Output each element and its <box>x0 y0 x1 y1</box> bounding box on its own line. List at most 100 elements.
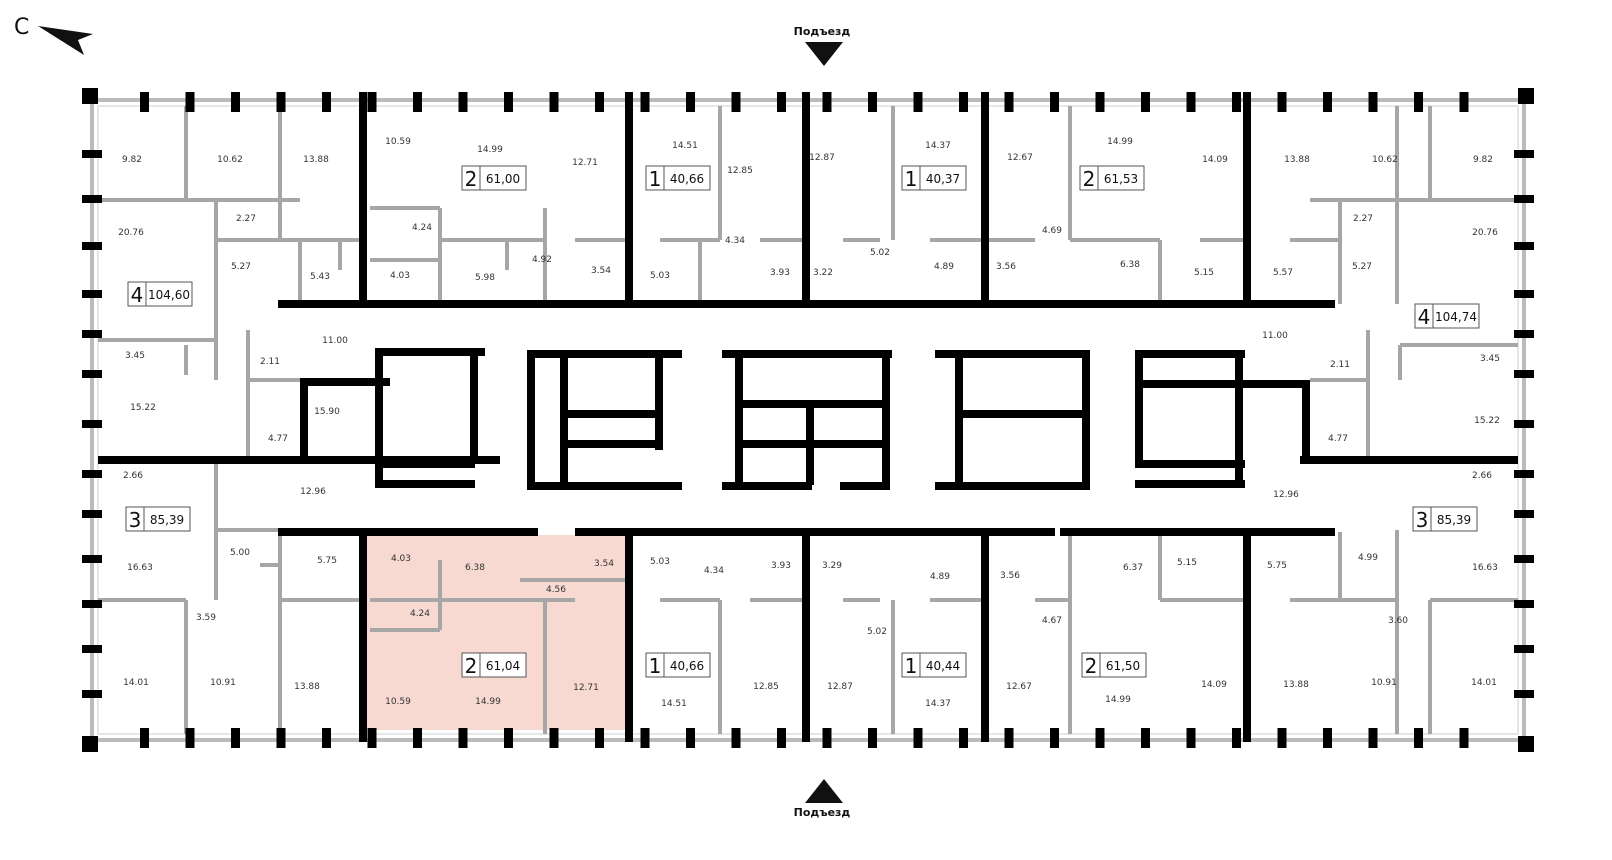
window-pier <box>367 728 377 748</box>
window-pier <box>1323 92 1332 112</box>
compass-north-label: С <box>14 15 29 40</box>
window-pier <box>185 92 195 112</box>
apartment-room-count: 2 <box>1083 167 1096 191</box>
window-pier <box>595 92 604 112</box>
room-area: 20.76 <box>118 228 144 238</box>
load-bearing-walls <box>82 88 1534 752</box>
window-pier <box>140 728 149 748</box>
apartment-total-area: 104,60 <box>148 288 190 302</box>
room-area: 14.99 <box>1105 695 1131 705</box>
window-pier <box>1514 330 1534 338</box>
wall <box>1135 460 1245 468</box>
window-pier <box>1323 728 1332 748</box>
window-pier <box>1095 728 1105 748</box>
window-pier <box>1186 92 1196 112</box>
room-area: 4.69 <box>1042 226 1062 236</box>
room-area: 14.01 <box>123 678 149 688</box>
wall <box>935 482 1090 490</box>
wall <box>98 456 216 464</box>
room-area: 2.66 <box>123 471 143 481</box>
wall <box>840 482 890 490</box>
room-area: 12.67 <box>1007 153 1033 163</box>
wall <box>375 480 475 488</box>
window-pier <box>82 420 102 428</box>
room-area: 5.27 <box>1352 262 1372 272</box>
apartment-total-area: 40,37 <box>926 172 960 186</box>
window-pier <box>1050 92 1059 112</box>
wall <box>722 350 892 358</box>
room-area: 14.01 <box>1471 678 1497 688</box>
corner-column <box>1518 736 1534 752</box>
wall <box>470 348 478 460</box>
room-area: 4.77 <box>1328 434 1348 444</box>
room-area: 15.90 <box>314 407 340 417</box>
window-pier <box>1050 728 1059 748</box>
room-area: 2.27 <box>1353 214 1373 224</box>
window-pier <box>731 728 741 748</box>
badge-frame <box>1412 506 1478 532</box>
room-area: 15.22 <box>1474 416 1500 426</box>
window-pier <box>959 728 968 748</box>
apartment-room-count: 3 <box>1416 508 1429 532</box>
badge-frame <box>645 165 711 191</box>
wall <box>1135 380 1310 388</box>
room-area: 3.60 <box>1388 616 1408 626</box>
window-pier <box>1277 92 1287 112</box>
room-area: 4.77 <box>268 434 288 444</box>
window-pier <box>777 728 786 748</box>
window-pier <box>1414 92 1423 112</box>
wall <box>1082 350 1090 490</box>
room-area: 3.56 <box>996 262 1016 272</box>
room-area: 12.71 <box>573 683 599 693</box>
wall <box>955 410 1085 418</box>
room-area: 3.59 <box>196 613 216 623</box>
room-area: 3.45 <box>1480 354 1500 364</box>
wall <box>1135 480 1245 488</box>
badge-frame <box>1081 652 1147 678</box>
room-area: 5.27 <box>231 262 251 272</box>
wall <box>300 378 390 386</box>
room-area: 10.62 <box>1372 155 1398 165</box>
window-pier <box>549 728 559 748</box>
window-pier <box>868 92 877 112</box>
apartment-room-count: 1 <box>905 654 918 678</box>
room-area: 4.56 <box>546 585 566 595</box>
room-area: 14.37 <box>925 141 951 151</box>
wall <box>375 348 383 488</box>
wall <box>1302 380 1310 460</box>
room-area: 5.02 <box>867 627 887 637</box>
selected-apartment-area[interactable] <box>365 535 629 730</box>
window-pier <box>1514 470 1534 478</box>
window-pier <box>504 92 513 112</box>
entrance-label-bottom: Подъезд <box>794 806 851 819</box>
entrance-label-top: Подъезд <box>794 25 851 38</box>
apartment-total-area: 40,66 <box>670 172 704 186</box>
room-area: 6.38 <box>1120 260 1140 270</box>
room-area: 4.99 <box>1358 553 1378 563</box>
window-pier <box>231 728 240 748</box>
room-area: 13.88 <box>294 682 320 692</box>
wall <box>1060 528 1335 536</box>
window-pier <box>1368 728 1378 748</box>
selected-apartment-fill[interactable] <box>365 535 629 730</box>
wall <box>981 532 989 742</box>
room-area: 14.51 <box>672 141 698 151</box>
apartment-room-count: 3 <box>129 508 142 532</box>
room-area: 4.67 <box>1042 616 1062 626</box>
room-area: 4.03 <box>391 554 411 564</box>
room-area: 12.96 <box>1273 490 1299 500</box>
wall <box>1135 350 1143 460</box>
